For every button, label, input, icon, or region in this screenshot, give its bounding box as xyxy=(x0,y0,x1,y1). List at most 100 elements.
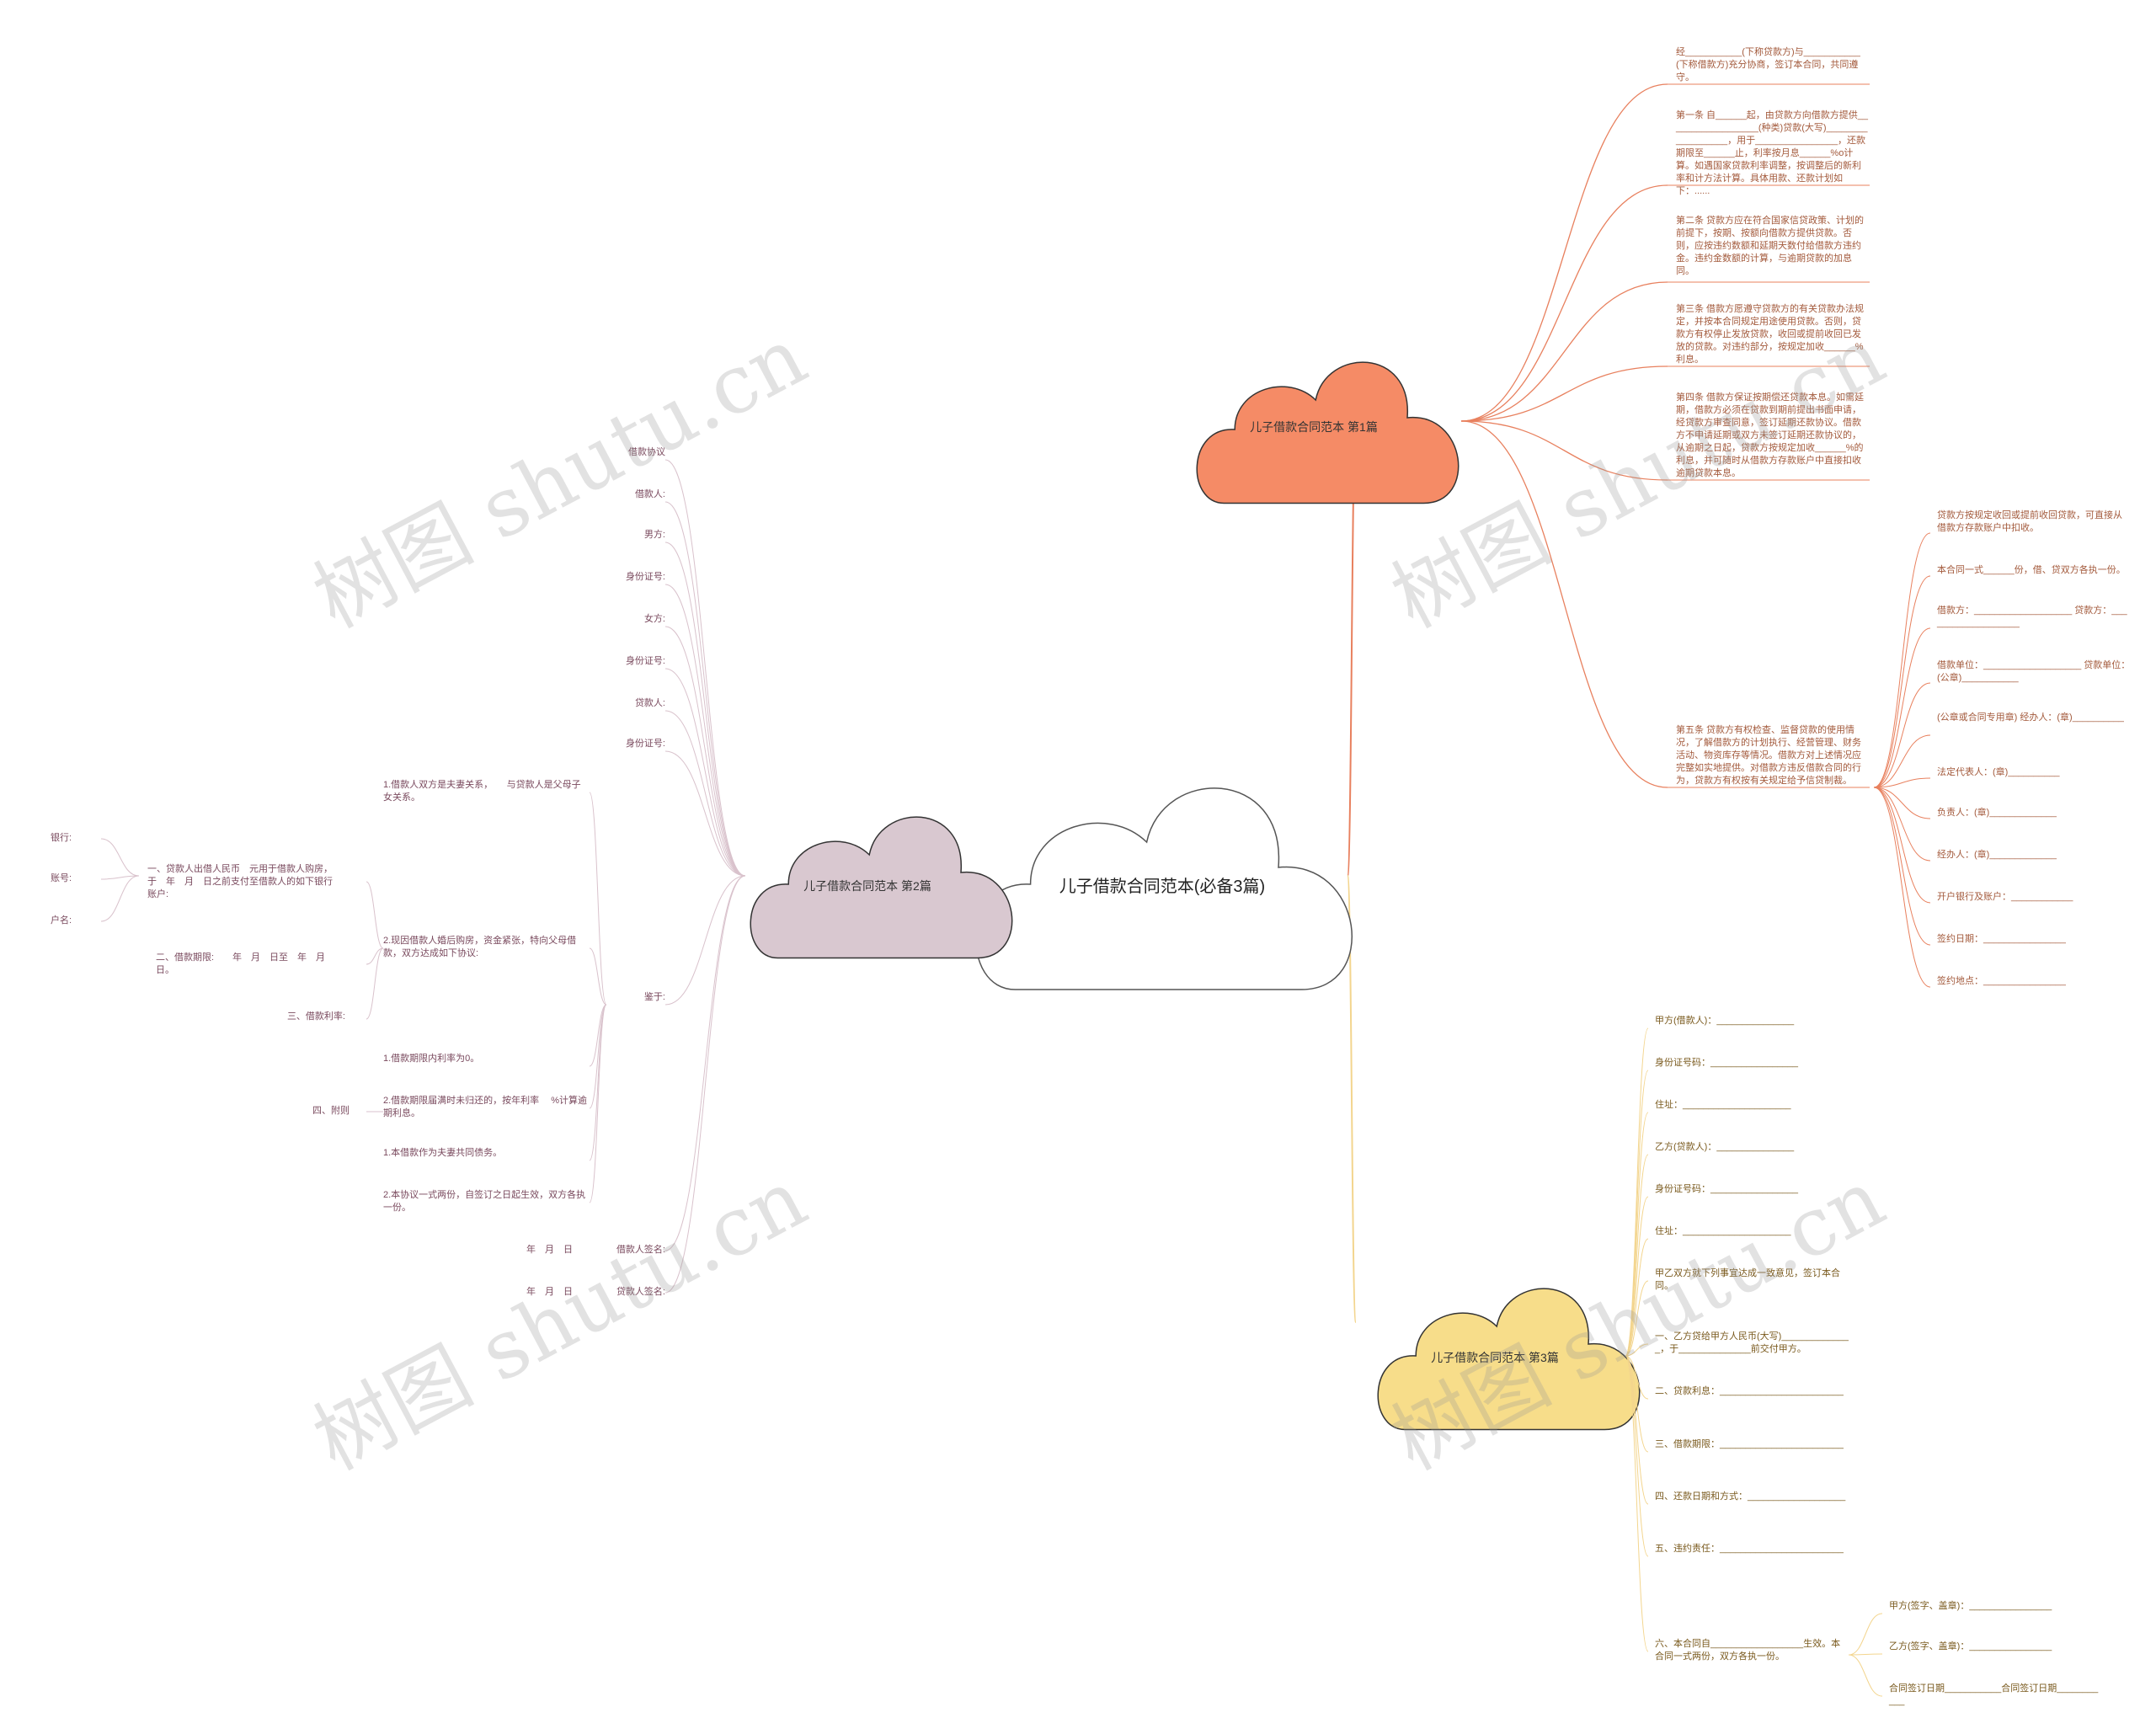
connector-branch3 xyxy=(1347,875,1357,1323)
connector-branch2-jianyu-item xyxy=(589,792,607,1006)
connector-branch3-item xyxy=(1625,1027,1649,1357)
branch1-title[interactable]: 儿子借款合同范本 第1篇 xyxy=(1250,420,1378,434)
branch1-sub-item: 签约地点：________________ xyxy=(1937,976,2066,986)
branch3-item: 身份证号码：_________________ xyxy=(1655,1184,1799,1194)
branch2-sign-label: 贷款人签名: xyxy=(616,1287,665,1297)
branch2-jianyu-item: 2.本协议一式两份，自签订之日起生效，双方各执一份。 xyxy=(383,1190,586,1213)
connector-branch2-section xyxy=(366,947,384,965)
branch2-item: 女方: xyxy=(643,614,665,624)
branch1-sub-item: 借款方：___________________ 贷款方：____________… xyxy=(1937,606,2127,628)
connector-branch2-item xyxy=(664,668,746,877)
connector-branch3-item xyxy=(1625,1355,1649,1557)
connector-branch1-sub xyxy=(1873,787,1931,904)
branch3-item: 三、借款期限：________________________ xyxy=(1655,1439,1844,1449)
connector-branch1-item xyxy=(1460,420,1668,788)
branch2-jianyu-item: 1.本借款作为夫妻共同债务。 xyxy=(383,1148,503,1158)
connector-branch2-bank xyxy=(100,875,140,922)
connector-branch1-sub xyxy=(1873,682,1931,788)
branch3-sign-item: 乙方(签字、盖章)：________________ xyxy=(1889,1641,2052,1651)
branch1-item: 第一条 自______起，由贷款方向借款方提供_________________… xyxy=(1676,110,1868,196)
branch2-bank-item: 户名: xyxy=(51,915,72,926)
branch2-item: 借款人: xyxy=(634,489,665,499)
connector-branch2-item xyxy=(664,584,746,877)
branch2-sign-date: 年 月 日 xyxy=(526,1287,573,1297)
center-topic-title[interactable]: 儿子借款合同范本(必备3篇) xyxy=(1059,878,1266,896)
connector-branch2-bank xyxy=(100,875,140,880)
connector-branch2-item xyxy=(664,710,746,877)
branch1-sub-item: 贷款方按规定收回或提前收回贷款，可直接从借款方存款账户中扣收。 xyxy=(1937,510,2122,533)
branch2-item: 身份证号: xyxy=(625,656,665,666)
branch1-sub-item: 经办人：(章)_____________ xyxy=(1937,850,2057,860)
connector-branch1-sub xyxy=(1873,777,1931,788)
connector-branch1-item xyxy=(1460,281,1668,422)
branch2-title[interactable]: 儿子借款合同范本 第2篇 xyxy=(803,879,931,893)
branch3-sign-item: 甲方(签字、盖章)：________________ xyxy=(1889,1601,2052,1611)
connector-branch1-item xyxy=(1460,184,1668,422)
connector-branch3-item xyxy=(1625,1070,1649,1357)
branch2-sign-date: 年 月 日 xyxy=(526,1245,573,1255)
branch2-section2: 二、借款期限: 年 月 日至 年 月 日。 xyxy=(156,952,335,975)
connector-branch2-jianyu xyxy=(664,875,746,1006)
branch3-sign-item: 合同签订日期___________合同签订日期___________ xyxy=(1889,1683,2099,1706)
branch2-bank-item: 账号: xyxy=(51,873,72,883)
connector-branch3-item xyxy=(1625,1280,1649,1357)
connector-branch2-bank xyxy=(100,838,140,877)
branch1-sub-item: 负责人：(章)_____________ xyxy=(1937,808,2057,818)
connector-branch2-item xyxy=(664,542,746,877)
connector-branch2-item xyxy=(664,626,746,877)
branch2-item: 借款协议 xyxy=(628,447,665,457)
connector-branch2-jianyu-item xyxy=(589,1004,607,1067)
connector-branch1-sub xyxy=(1873,575,1931,788)
connector-branch3-sign xyxy=(1848,1613,1883,1656)
branch2-jianyu: 鉴于: xyxy=(643,992,665,1002)
branch2-jianyu-item: 2.现因借款人婚后购房，资金紧张，特向父母借款，双方达成如下协议: xyxy=(383,936,577,958)
branch3-item: 二、贷款利息：________________________ xyxy=(1655,1386,1844,1396)
branch3-item: 四、还款日期和方式：___________________ xyxy=(1655,1491,1846,1502)
branch1-sub-item: 签约日期：________________ xyxy=(1937,934,2066,944)
branch1-sub-item: 借款单位：___________________ 贷款单位：(公章)______… xyxy=(1937,660,2131,683)
branch1-sub-item: 本合同一式______份，借、贷双方各执一份。 xyxy=(1937,565,2126,575)
branch1-sub-item: 法定代表人：(章)__________ xyxy=(1937,767,2060,777)
connector-branch2-item xyxy=(664,750,746,877)
connector-branch3-item xyxy=(1625,1238,1649,1357)
branch1-sub-item: (公章或合同专用章) 经办人：(章)__________ xyxy=(1937,712,2124,723)
branch3-item: 身份证号码：_________________ xyxy=(1655,1058,1799,1068)
branch3-title[interactable]: 儿子借款合同范本 第3篇 xyxy=(1431,1351,1559,1364)
branch1-cloud xyxy=(1196,361,1460,504)
connector-branch3-item xyxy=(1625,1355,1649,1652)
branch2-item: 贷款人: xyxy=(634,698,665,708)
branch3-item: 乙方(贷款人)：_______________ xyxy=(1655,1142,1795,1152)
connector-branch3-sign xyxy=(1848,1654,1883,1697)
branch1-sub-item: 开户银行及账户：____________ xyxy=(1937,892,2073,902)
connector-branch1-sub xyxy=(1873,787,1931,819)
connector-branch1-item xyxy=(1460,365,1668,422)
branch2-item: 身份证号: xyxy=(625,739,665,749)
connector-branch2-jianyu-item xyxy=(589,947,607,1006)
connector-branch1-sub xyxy=(1873,627,1931,788)
connector-branch2-item xyxy=(664,501,746,877)
connector-branch2-section xyxy=(366,881,384,949)
branch2-section1: 一、贷款人出借人民币 元用于借款人购房，于 年 月 日之前支付至借款人的如下银行… xyxy=(147,864,333,899)
branch3-item: 住址：_____________________ xyxy=(1655,1226,1791,1236)
branch1-item: 第五条 贷款方有权检查、监督贷款的使用情况，了解借款方的计划执行、经营管理、财务… xyxy=(1676,725,1861,786)
connector-branch1-sub xyxy=(1873,734,1931,788)
branch2-jianyu-item: 1.借款期限内利率为0。 xyxy=(383,1054,480,1064)
branch2-section3: 三、借款利率: xyxy=(286,1011,345,1022)
connector-branch3-item xyxy=(1625,1154,1649,1357)
branch1-item: 第二条 贷款方应在符合国家信贷政策、计划的前提下，按期、按额向借款方提供贷款。否… xyxy=(1676,216,1865,276)
connector-branch1-sub xyxy=(1873,787,1931,946)
connector-branch1-item xyxy=(1460,83,1668,422)
branch2-item: 身份证号: xyxy=(625,572,665,582)
connector-branch2-section xyxy=(366,947,384,1020)
branch1-item: 第四条 借款方保证按期偿还贷款本息。如需延期，借款方必须在贷款到期前提出书面申请… xyxy=(1676,392,1865,478)
branch2-item: 男方: xyxy=(643,530,665,540)
branch2-cloud xyxy=(750,816,1013,959)
branch1-item: 经___________(下称贷款方)与___________(下称借款方)充分… xyxy=(1676,47,1860,83)
branch2-jianyu-item: 2.借款期限届满时未归还的，按年利率 %计算逾期利息。 xyxy=(383,1096,588,1118)
connector-branch3-sign xyxy=(1848,1653,1883,1656)
connector-branch2-jianyu-item xyxy=(589,1004,607,1109)
connector-branch1-sub xyxy=(1873,787,1931,988)
connector-branch2-sign xyxy=(664,875,746,1251)
connector-branch3-item xyxy=(1625,1355,1649,1400)
